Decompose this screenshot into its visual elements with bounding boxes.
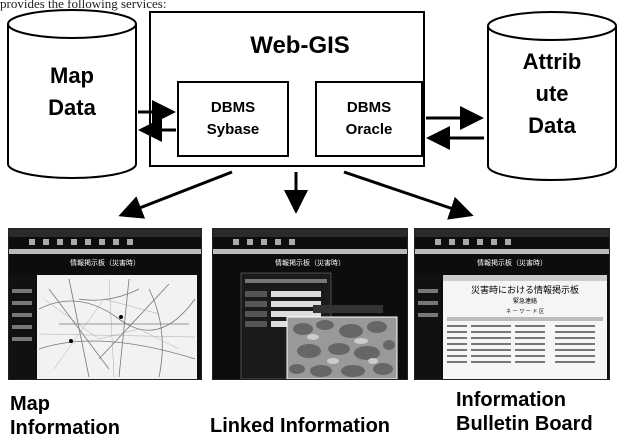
- bulletin-board-screenshot: 情報掲示板（災害時） 災害時における情報掲示板 緊急連絡 ネ ー ワ ー ド 区: [414, 228, 610, 380]
- bulletin-board-caption: Information Bulletin Board: [456, 389, 593, 435]
- arrow-to-bulletin-board: [343, 170, 474, 220]
- map-data-label: Map Data: [48, 63, 96, 120]
- map-screen-image: 情報掲示板（災害時）: [9, 229, 201, 379]
- dbms-oracle-label: DBMS Oracle: [345, 99, 393, 138]
- web-gis-title: Web-GIS: [250, 32, 350, 59]
- map-information-caption: Map Information: [10, 393, 120, 439]
- attribute-data-cylinder: [487, 11, 617, 181]
- arrow-to-map-information: [118, 170, 233, 219]
- svg-text:緊急連絡: 緊急連絡: [513, 297, 537, 305]
- svg-text:情報掲示板（災害時）: 情報掲示板（災害時）: [477, 258, 547, 267]
- svg-text:災害時における情報掲示板: 災害時における情報掲示板: [471, 284, 579, 296]
- dbms-sybase-label: DBMS Sybase: [206, 99, 260, 138]
- svg-text:情報掲示板（災害時）: 情報掲示板（災害時）: [275, 258, 345, 267]
- linked-screen-image: 情報掲示板（災害時）: [213, 229, 407, 379]
- dbms-sybase-box: [177, 81, 289, 157]
- bulletin-screen-image: 情報掲示板（災害時） 災害時における情報掲示板 緊急連絡 ネ ー ワ ー ド 区: [415, 229, 609, 379]
- svg-text:ネ ー ワ ー ド 区: ネ ー ワ ー ド 区: [506, 309, 544, 315]
- linked-information-screenshot: 情報掲示板（災害時）: [212, 228, 408, 380]
- map-data-cylinder: [7, 9, 137, 179]
- intro-text-fragment: provides the following services:: [0, 0, 167, 11]
- dbms-oracle-box: [315, 81, 423, 157]
- linked-information-caption: Linked Information: [210, 415, 390, 437]
- svg-text:情報掲示板（災害時）: 情報掲示板（災害時）: [70, 258, 140, 267]
- attribute-data-label: Attrib ute Data: [522, 49, 582, 138]
- map-information-screenshot: 情報掲示板（災害時）: [8, 228, 202, 380]
